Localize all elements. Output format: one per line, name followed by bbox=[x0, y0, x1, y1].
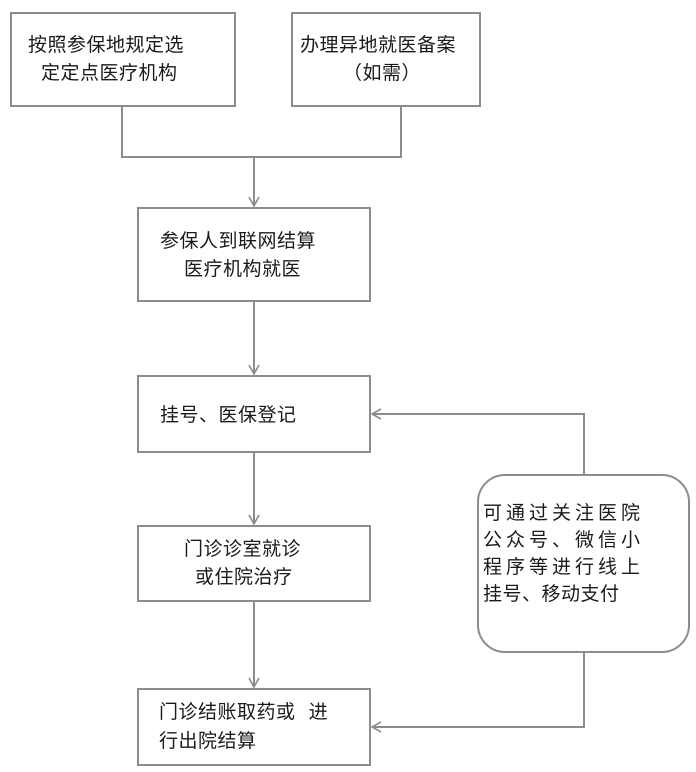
node-text-line: 办理异地就医备案 bbox=[300, 34, 457, 56]
node-text-line: 门诊结账取药或 进 bbox=[159, 701, 329, 723]
node-text-line: （如需） bbox=[343, 62, 422, 84]
online-note: 可通过关注医院 公众号、微信小 程序等进行线上 挂号、移动支付 bbox=[477, 474, 690, 653]
node-text-line: 门诊诊室就诊 bbox=[184, 538, 302, 560]
node-visit-institution: 参保人到联网结算 医疗机构就医 bbox=[137, 207, 371, 302]
note-text-line: 程序等进行线上 bbox=[483, 556, 645, 578]
node-text-line: 参保人到联网结算 bbox=[160, 230, 317, 252]
edge-choose-to-bracket bbox=[121, 106, 402, 158]
note-text-line: 挂号、移动支付 bbox=[483, 583, 620, 605]
note-text-line: 公众号、微信小 bbox=[483, 529, 645, 551]
node-text-line: 定定点医疗机构 bbox=[41, 62, 178, 84]
node-text-line: 按照参保地规定选 bbox=[28, 34, 185, 56]
node-text-line: 行出院结算 bbox=[159, 730, 257, 752]
node-settlement: 门诊结账取药或 进 行出院结算 bbox=[137, 688, 371, 766]
edge-note-to-registration bbox=[370, 408, 585, 474]
node-text-line: 医疗机构就医 bbox=[184, 258, 302, 280]
node-text-line: 或住院治疗 bbox=[195, 566, 293, 588]
node-register-offsite: 办理异地就医备案 （如需） bbox=[291, 12, 481, 107]
node-choose-institution: 按照参保地规定选 定定点医疗机构 bbox=[10, 12, 236, 107]
node-treatment: 门诊诊室就诊 或住院治疗 bbox=[137, 525, 371, 602]
node-text-line: 挂号、医保登记 bbox=[160, 404, 297, 426]
note-text-line: 可通过关注医院 bbox=[483, 502, 645, 524]
node-registration: 挂号、医保登记 bbox=[137, 375, 371, 453]
edge-note-to-settlement bbox=[370, 652, 585, 733]
